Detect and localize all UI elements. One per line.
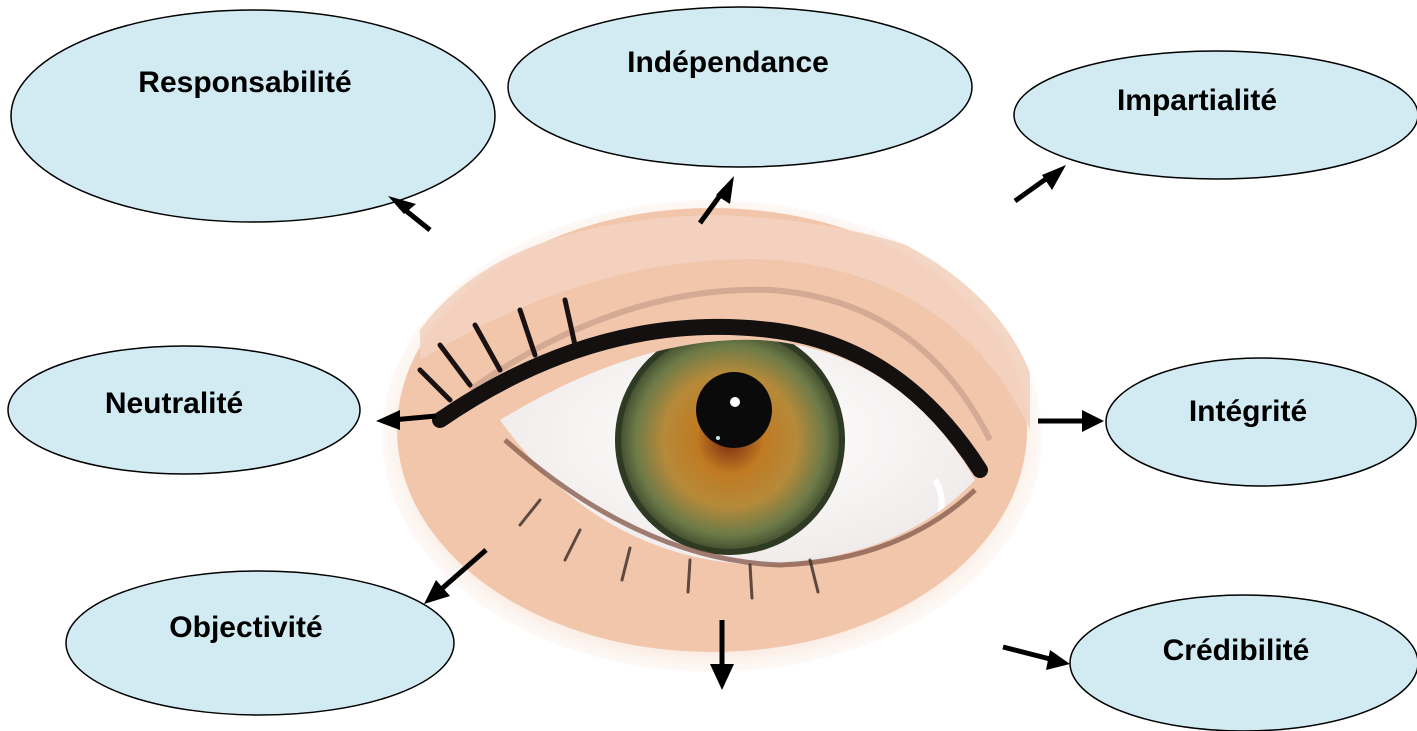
- bubble-integrite: Intégrité: [1106, 358, 1416, 486]
- arrow-to-integrite: [1038, 410, 1104, 432]
- bubble-label: Responsabilité: [138, 66, 351, 99]
- bubble-credibilite: Crédibilité: [1070, 595, 1417, 731]
- bubble-label: Crédibilité: [1163, 634, 1310, 667]
- bubble-label: Neutralité: [105, 387, 243, 420]
- arrow-to-impartialite: [1015, 165, 1066, 201]
- bubble-label: Objectivité: [169, 611, 322, 644]
- arrow-to-credibilite: [1003, 647, 1070, 670]
- bubble-neutralite: Neutralité: [8, 346, 360, 474]
- bubble-responsabilite: Responsabilité: [11, 10, 495, 222]
- bubble-impartialite: Impartialité: [1014, 51, 1417, 179]
- bubble-independance: Indépendance: [508, 7, 972, 167]
- bubble-label: Intégrité: [1189, 395, 1307, 428]
- eye-photo-icon: [382, 200, 1042, 672]
- bubble-label: Indépendance: [627, 46, 829, 79]
- arrow-to-responsabilite: [388, 196, 430, 230]
- bubble-objectivite: Objectivité: [66, 571, 454, 715]
- bubble-label: Impartialité: [1117, 84, 1277, 117]
